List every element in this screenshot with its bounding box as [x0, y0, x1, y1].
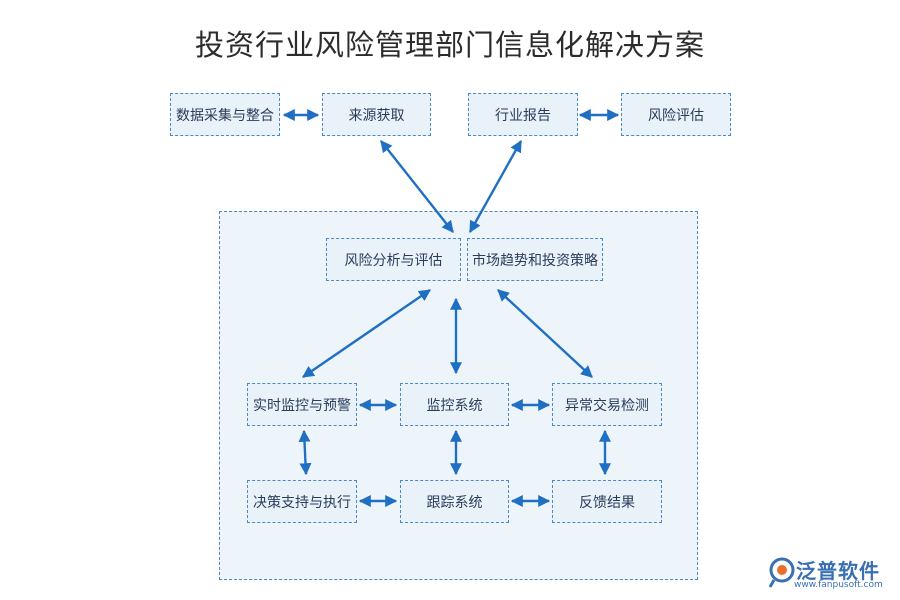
node-data-collection: 数据采集与整合 [170, 93, 280, 136]
fanpu-logo-icon [768, 557, 795, 588]
logo-name: 泛普软件 [796, 559, 880, 583]
arrow-realtime-decision [298, 429, 312, 476]
node-risk-analysis: 风险分析与评估 [326, 238, 461, 281]
logo-url: www.fanpusoft.com [794, 580, 883, 590]
arrow-report-analysis [468, 139, 523, 234]
node-market-trend: 市场趋势和投资策略 [467, 238, 603, 281]
node-industry-report: 行业报告 [468, 93, 578, 136]
node-monitor-system: 监控系统 [400, 383, 509, 426]
node-decision-support: 决策支持与执行 [247, 480, 357, 523]
node-risk-assessment: 风险评估 [621, 93, 731, 136]
node-anomaly-detection: 异常交易检测 [552, 383, 662, 426]
node-tracking-system: 跟踪系统 [400, 480, 509, 523]
node-source-acquisition: 来源获取 [322, 93, 431, 136]
diagram-title: 投资行业风险管理部门信息化解决方案 [194, 28, 705, 62]
arrow-market-anomaly [497, 289, 593, 378]
node-feedback: 反馈结果 [552, 480, 662, 523]
node-realtime-monitor: 实时监控与预警 [247, 383, 357, 426]
arrow-source-analysis [380, 140, 454, 233]
arrow-analysis-realtime [302, 289, 431, 378]
